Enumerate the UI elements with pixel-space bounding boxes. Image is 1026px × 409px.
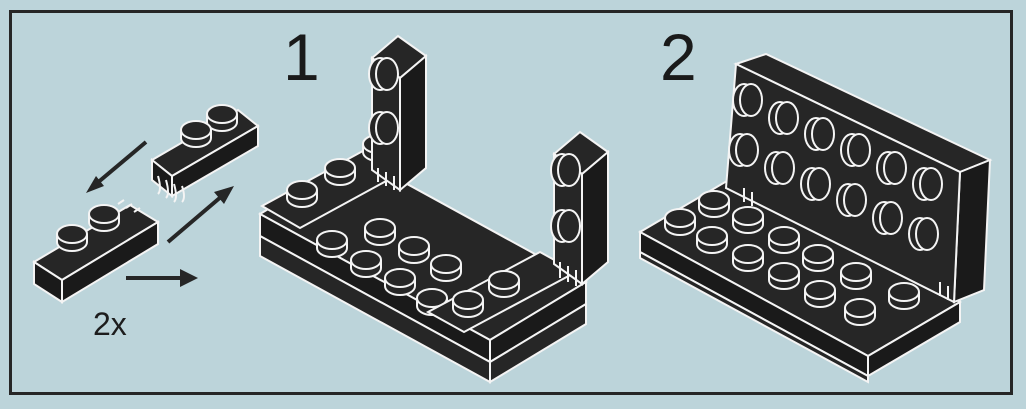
step-number-2: 2: [660, 20, 697, 94]
hinge-plate-top: [150, 104, 260, 203]
quantity-multiplier: 2x: [93, 306, 127, 342]
step2-assembly: [637, 52, 993, 384]
hinge-plate-bottom: [32, 199, 160, 304]
step-number-1: 1: [283, 20, 320, 94]
arrow-right: [126, 269, 198, 287]
step1-assembly: [257, 34, 610, 384]
arrow-up-right: [166, 186, 234, 244]
arrow-down-left: [86, 140, 148, 193]
panel-border: [9, 10, 1013, 395]
